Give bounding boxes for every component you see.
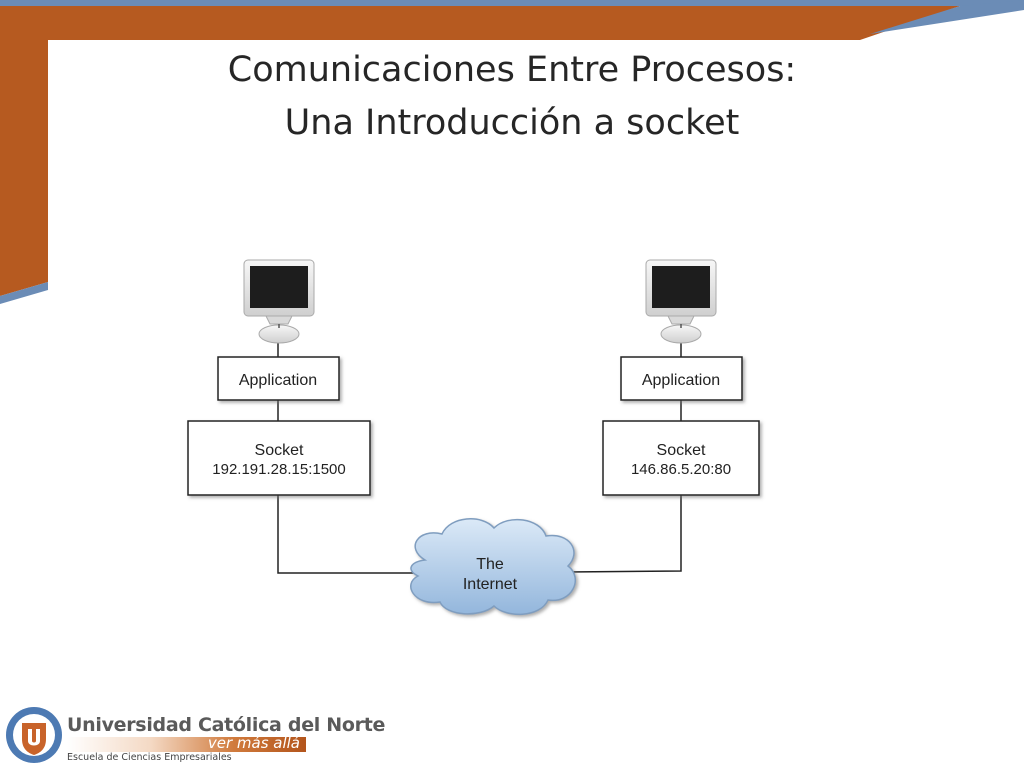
title-line-2: Una Introducción a socket xyxy=(284,103,740,143)
right-application-box: Application xyxy=(620,356,743,401)
title-line-1: Comunicaciones Entre Procesos: xyxy=(227,50,797,90)
right-application-label: Application xyxy=(642,372,720,389)
computer-icon xyxy=(645,259,717,344)
right-socket-address: 146.86.5.20:80 xyxy=(631,461,731,478)
slogan-text: ver más allá xyxy=(207,734,300,752)
university-seal-icon xyxy=(6,707,62,763)
cloud-label-line2: Internet xyxy=(463,576,518,593)
left-socket-label: Socket xyxy=(255,442,304,459)
slogan-bar: ver más allá xyxy=(67,734,306,752)
university-name: Universidad Católica del Norte xyxy=(67,714,386,736)
right-socket-label: Socket xyxy=(657,442,706,459)
cloud-label-line1: The xyxy=(476,556,504,573)
internet-cloud: The Internet xyxy=(410,518,577,616)
school-name: Escuela de Ciencias Empresariales xyxy=(67,752,232,763)
left-socket-box: Socket 192.191.28.15:1500 xyxy=(187,420,371,496)
left-socket-address: 192.191.28.15:1500 xyxy=(212,461,345,478)
right-socket-box: Socket 146.86.5.20:80 xyxy=(602,420,760,496)
left-application-label: Application xyxy=(239,372,317,389)
slide-title: Comunicaciones Entre Procesos: Una Intro… xyxy=(0,44,1024,150)
left-application-box: Application xyxy=(217,356,340,401)
computer-icon xyxy=(243,259,315,344)
